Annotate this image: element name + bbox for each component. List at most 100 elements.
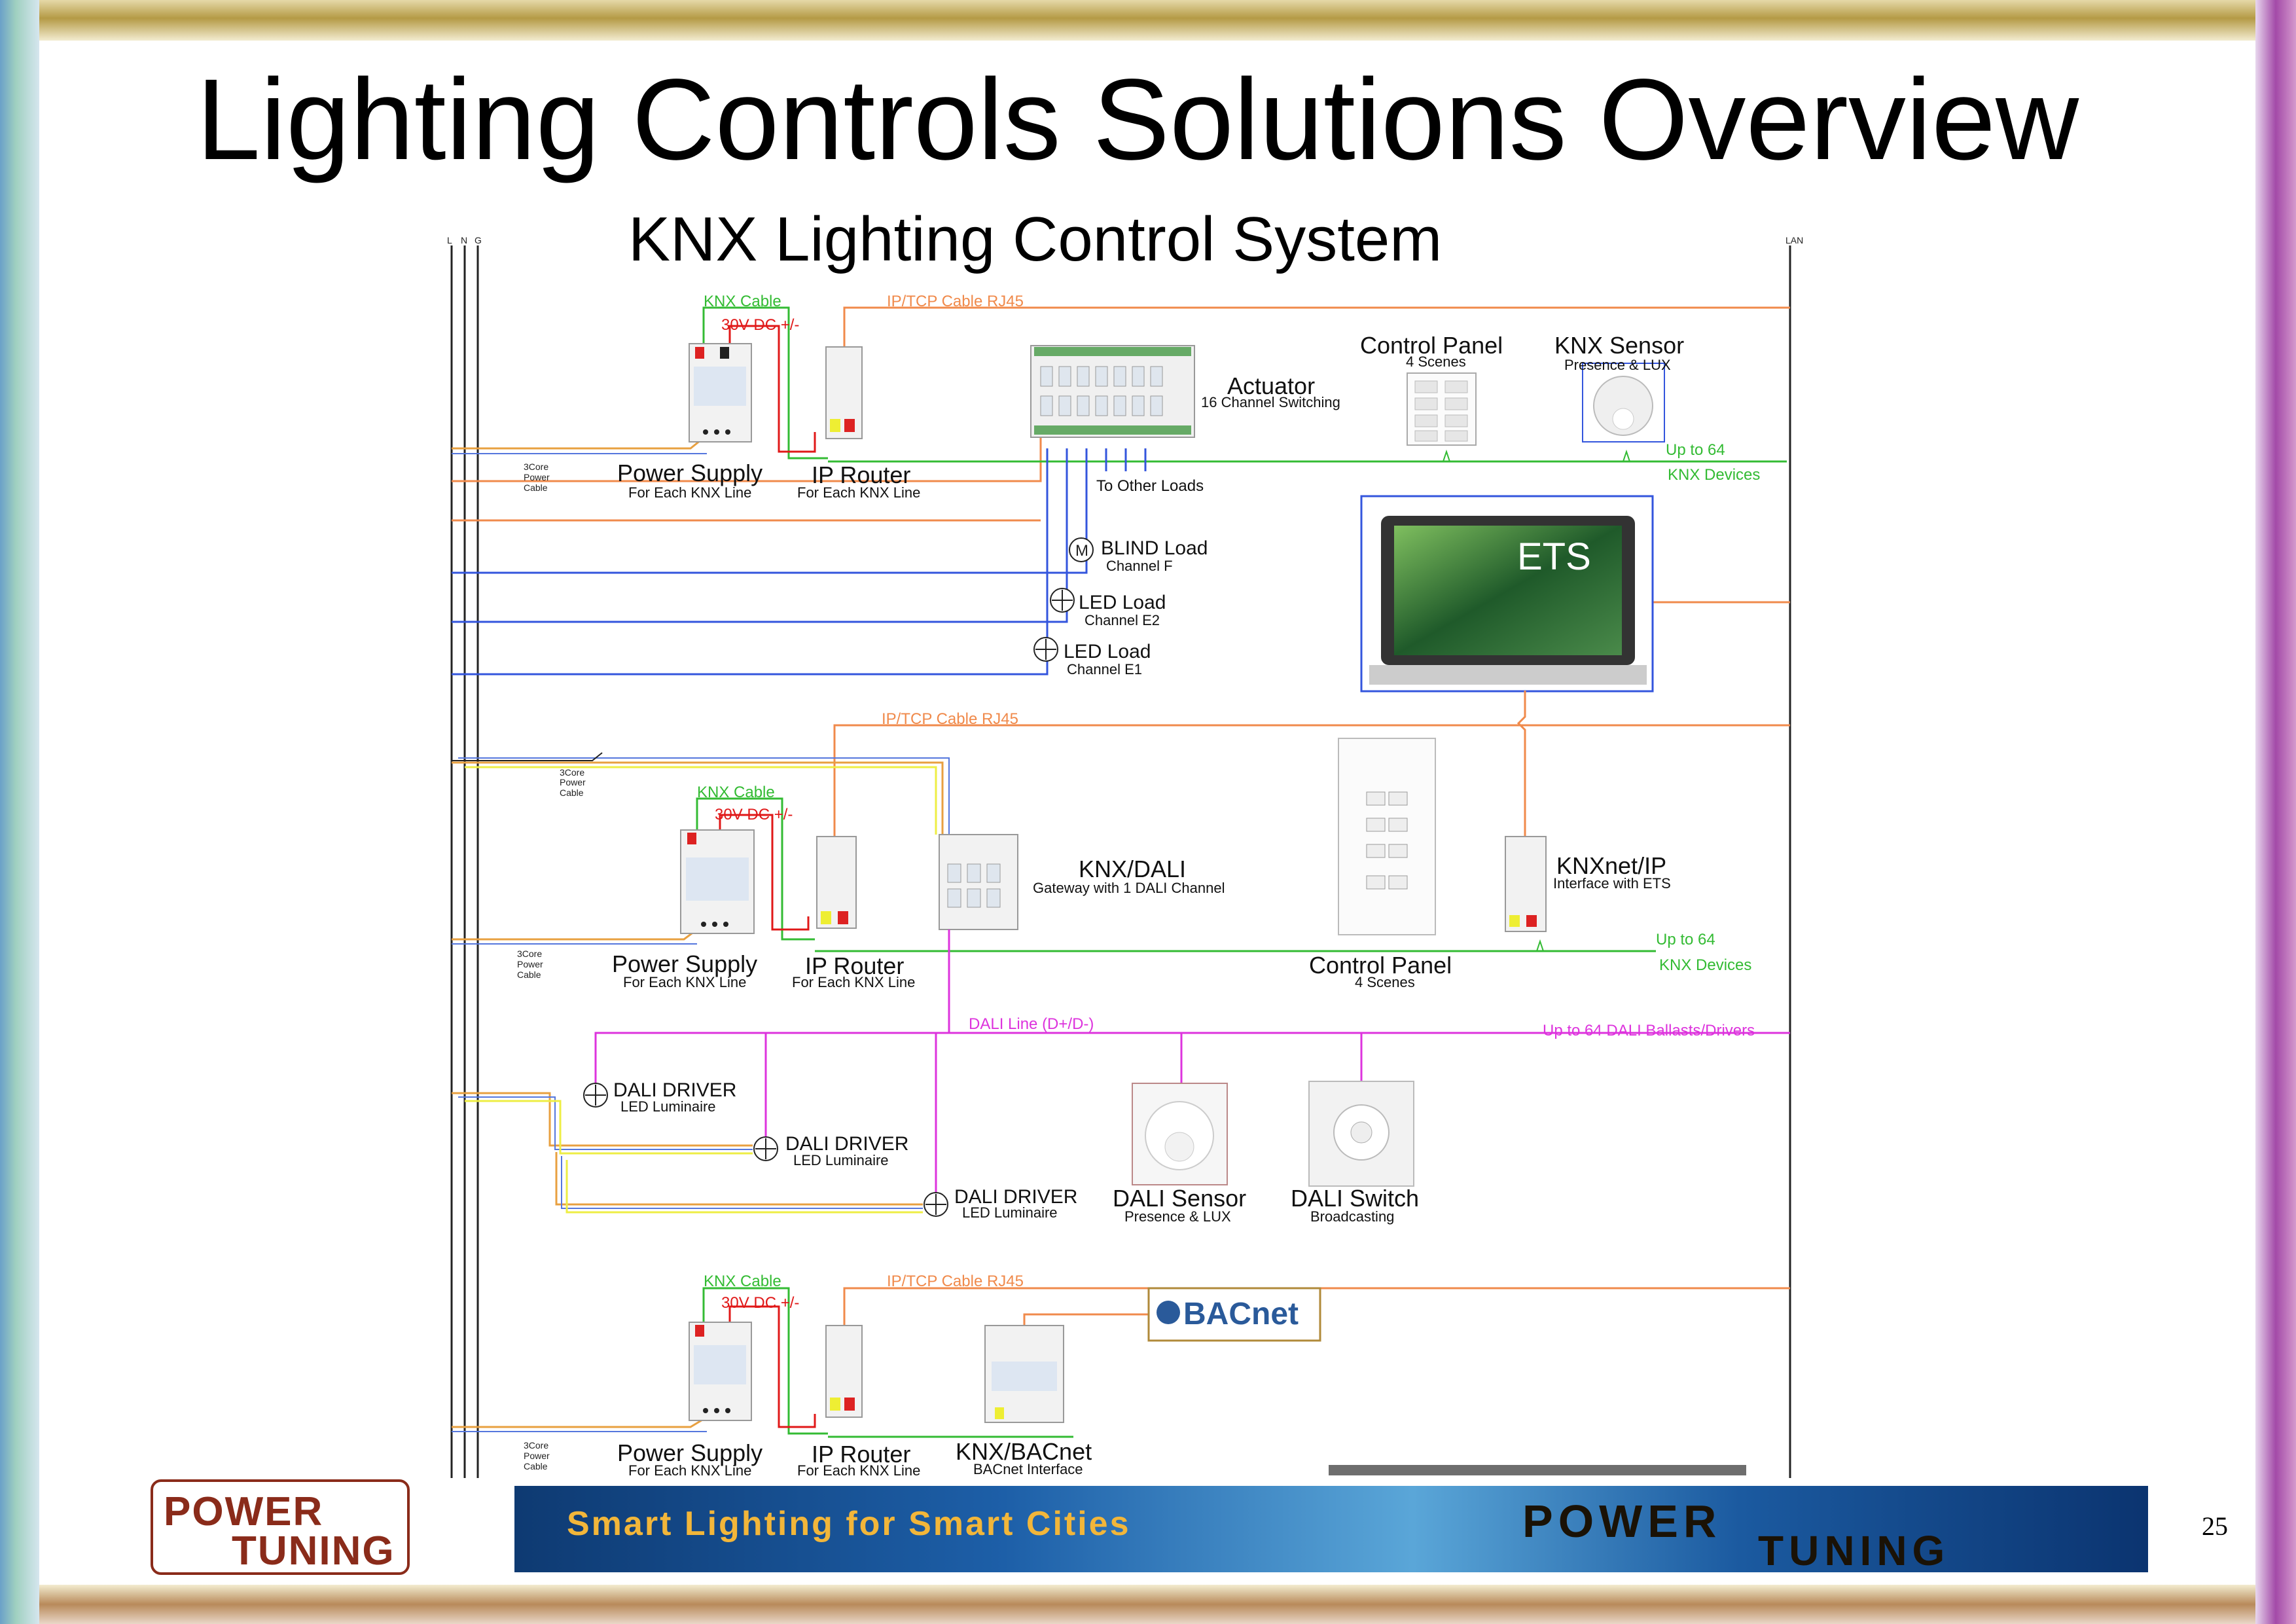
ip-router-label: IP Router xyxy=(812,461,910,488)
knx-bacnet-label: KNX/BACnet xyxy=(956,1438,1092,1465)
power-cable-label-2c: Cable xyxy=(560,787,584,798)
knx-cable-line xyxy=(702,306,828,460)
control-panel-device-2 xyxy=(1338,738,1436,935)
led-channel-e1-label: Channel E1 xyxy=(1067,661,1142,677)
dali-switch-label: DALI Switch xyxy=(1291,1185,1419,1212)
dali-switch-sublabel: Broadcasting xyxy=(1310,1208,1394,1225)
ip-cable-line xyxy=(843,306,1790,350)
banner-brand-1: POWER xyxy=(1522,1496,1722,1547)
banner-tagline: Smart Lighting for Smart Cities xyxy=(567,1505,1131,1543)
blind-load-line xyxy=(452,448,1088,574)
control-panel-label-2: Control Panel xyxy=(1309,952,1452,979)
up-to-64-label-2: Up to 64 xyxy=(1656,931,1715,948)
page-number: 25 xyxy=(2202,1511,2228,1541)
blind-channel-label: Channel F xyxy=(1106,558,1173,574)
control-panel-label: Control Panel xyxy=(1360,332,1503,359)
dali-sensor-label: DALI Sensor xyxy=(1113,1185,1246,1212)
power-supply-label-3: Power Supply xyxy=(617,1439,762,1466)
power-cable-label-c: Cable xyxy=(524,482,548,493)
actuator-sublabel: 16 Channel Switching xyxy=(1201,394,1340,410)
dc-label: 30V DC +/- xyxy=(721,316,799,334)
knx-cable-label-3: KNX Cable xyxy=(704,1272,781,1290)
footer-banner: Smart Lighting for Smart Cities POWER TU… xyxy=(514,1486,2148,1572)
dali-driver-label-2: DALI DRIVER xyxy=(785,1133,908,1155)
knx-cable-label-2: KNX Cable xyxy=(697,784,775,801)
bus-label-g: G xyxy=(475,235,482,245)
led-e1-line xyxy=(452,448,1049,676)
power-cable-label-2e: Power xyxy=(517,959,543,969)
power-cable-label-b: Power xyxy=(524,472,550,482)
labels: KNX Cable 30V DC +/- IP/TCP Cable RJ45 3… xyxy=(517,293,1760,1479)
knx-sensor-label: KNX Sensor xyxy=(1554,332,1684,359)
dali-driver-sublabel-3: LED Luminaire xyxy=(962,1204,1058,1221)
dali-driver-sublabel-1: LED Luminaire xyxy=(620,1098,716,1115)
power-cable-label-2d: 3Core xyxy=(517,948,542,959)
power-tuning-logo: POWER TUNING xyxy=(151,1479,410,1575)
led-load-e2-label: LED Load xyxy=(1079,592,1166,613)
power-cable-label-a: 3Core xyxy=(524,461,548,472)
knx-sensor-sublabel: Presence & LUX xyxy=(1564,357,1671,373)
dali-sensor-sublabel: Presence & LUX xyxy=(1124,1208,1231,1225)
knxnet-sublabel: Interface with ETS xyxy=(1553,875,1671,892)
power-supply-label-2: Power Supply xyxy=(612,950,757,977)
frame-bottom xyxy=(0,1585,2296,1624)
dc-line xyxy=(728,325,816,453)
section-3: BACnet xyxy=(452,1287,1790,1475)
ip-cable-label-2: IP/TCP Cable RJ45 xyxy=(882,710,1018,728)
bus-label-l: L xyxy=(447,235,452,245)
ip-cable-label: IP/TCP Cable RJ45 xyxy=(887,293,1024,310)
knxnet-label: KNXnet/IP xyxy=(1556,852,1666,879)
motor-symbol xyxy=(1069,537,1094,562)
power-supply-label: Power Supply xyxy=(617,460,762,486)
ip-cable-line-2 xyxy=(833,724,1790,838)
led-e2-line xyxy=(452,448,1068,623)
scroll-indicator xyxy=(1329,1465,1746,1475)
ip-router-sublabel: For Each KNX Line xyxy=(797,484,920,501)
dali-driver-symbol-1 xyxy=(583,1083,608,1108)
actuator-label: Actuator xyxy=(1227,372,1315,399)
dali-driver-label-3: DALI DRIVER xyxy=(954,1186,1077,1208)
banner-brand-2: TUNING xyxy=(1758,1527,1950,1572)
actuator-device xyxy=(1030,345,1195,438)
power-supply-sublabel-2: For Each KNX Line xyxy=(623,974,746,990)
dc-label-2: 30V DC +/- xyxy=(715,806,793,823)
ets-logo-text: ETS xyxy=(1517,535,1591,578)
power-cable-label-3c: Cable xyxy=(524,1461,548,1471)
blind-load-label: BLIND Load xyxy=(1101,537,1208,559)
led-load-symbol-e2 xyxy=(1050,588,1075,613)
ip-router-sublabel-2: For Each KNX Line xyxy=(792,974,915,990)
diagram-title: KNX Lighting Control System xyxy=(628,204,1443,274)
control-panel-sublabel: 4 Scenes xyxy=(1406,353,1466,370)
power-cable-label-3a: 3Core xyxy=(524,1440,548,1451)
led-channel-e2-label: Channel E2 xyxy=(1085,612,1160,628)
section-2 xyxy=(452,691,1790,1217)
dali-up-to-label: Up to 64 DALI Ballasts/Drivers xyxy=(1543,1022,1755,1039)
up-to-64-label: Up to 64 xyxy=(1666,441,1725,459)
dali-driver-label-1: DALI DRIVER xyxy=(613,1079,736,1101)
dali-driver-symbol-2 xyxy=(753,1136,778,1161)
power-cable-label-3b: Power xyxy=(524,1451,550,1461)
knx-devices-label-2: KNX Devices xyxy=(1659,956,1751,974)
led-load-e1-label: LED Load xyxy=(1064,641,1151,662)
led-load-symbol-e1 xyxy=(1033,637,1058,662)
ip-cable-label-3: IP/TCP Cable RJ45 xyxy=(887,1272,1024,1290)
power-cable-label-2b: Power xyxy=(560,777,586,787)
dali-line-label: DALI Line (D+/D-) xyxy=(969,1015,1094,1033)
svg-text:M: M xyxy=(1075,542,1088,560)
slide-title: Lighting Controls Solutions Overview xyxy=(196,56,2079,184)
section-1: M ETS xyxy=(452,306,1790,693)
ip-router-label-3: IP Router xyxy=(812,1441,910,1468)
knx-cable-label: KNX Cable xyxy=(704,293,781,310)
frame-right xyxy=(2255,0,2296,1624)
ip-router-label-2: IP Router xyxy=(805,952,904,979)
control-panel-sublabel-2: 4 Scenes xyxy=(1355,974,1415,990)
dali-driver-symbol-3 xyxy=(924,1192,948,1217)
ip-router-sublabel-3: For Each KNX Line xyxy=(797,1462,920,1479)
power-cable-label-2f: Cable xyxy=(517,969,541,980)
dali-driver-sublabel-2: LED Luminaire xyxy=(793,1152,889,1168)
logo-line-2: TUNING xyxy=(232,1528,395,1574)
bus-label-n: N xyxy=(461,235,467,245)
frame-top xyxy=(0,0,2296,41)
logo-line-1: POWER xyxy=(164,1489,324,1534)
